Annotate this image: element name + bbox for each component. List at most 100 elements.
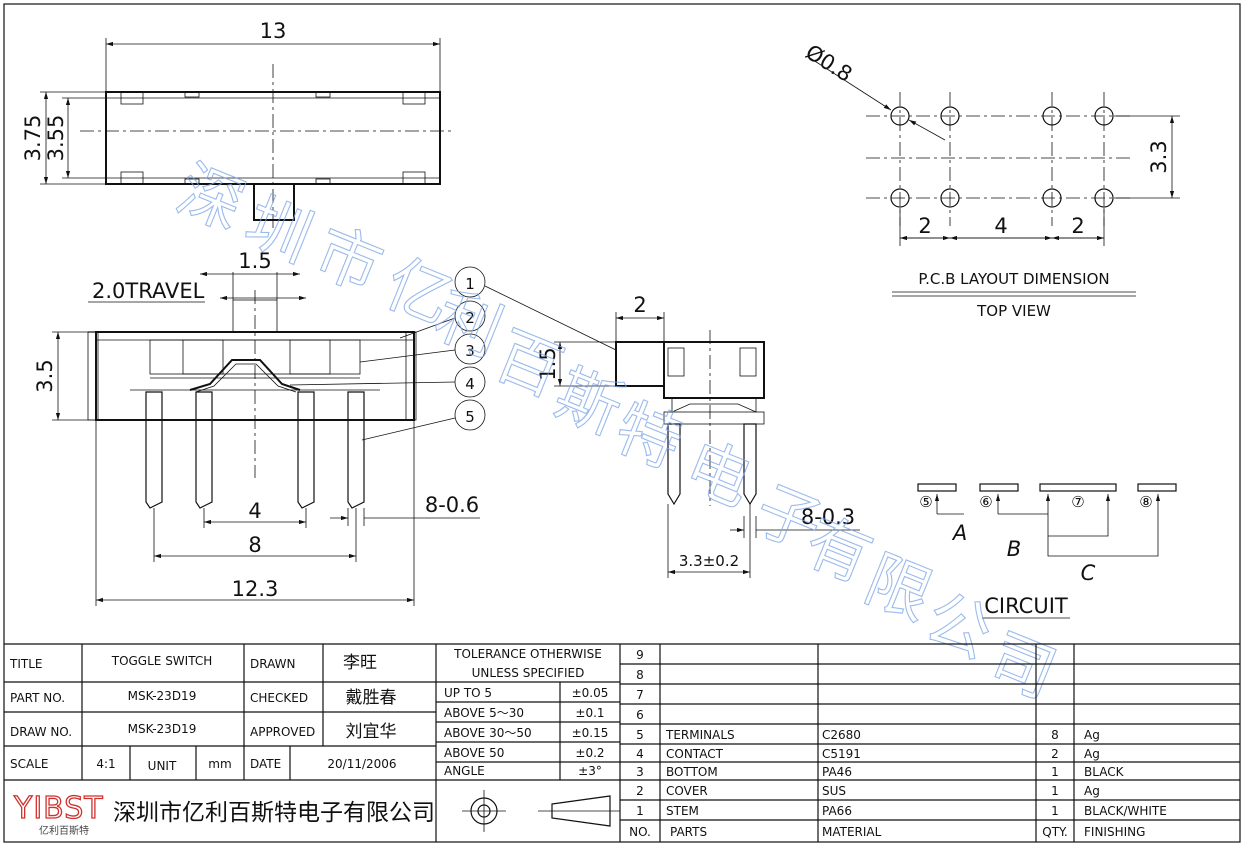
- svg-text:MATERIAL: MATERIAL: [822, 825, 882, 839]
- bom-header: NO. PARTS MATERIAL QTY. FINISHING: [629, 825, 1145, 839]
- svg-text:FINISHING: FINISHING: [1084, 825, 1145, 839]
- side-pin-right: [743, 423, 757, 506]
- draw-no-label: DRAW NO.: [10, 725, 72, 739]
- tolerance-header-1: TOLERANCE OTHERWISE: [453, 647, 602, 661]
- svg-text:Ag: Ag: [1084, 784, 1100, 798]
- dim-side-pin-thickness: 8-0.3: [801, 505, 855, 529]
- title-value: TOGGLE SWITCH: [111, 654, 213, 668]
- svg-text:PA66: PA66: [822, 804, 852, 818]
- circuit-terminal-6: ⑥: [979, 493, 992, 511]
- pcb-hole: [1094, 188, 1114, 208]
- pin-3: [297, 391, 315, 509]
- top-knob: [253, 183, 295, 221]
- title-label: TITLE: [9, 657, 42, 671]
- svg-text:3: 3: [465, 342, 475, 360]
- tolerance-value: ±0.1: [575, 706, 604, 720]
- bom-row: 3 BOTTOM PA46 1 BLACK: [636, 765, 1124, 779]
- bom-row: 5 TERMINALS C2680 8 Ag: [636, 728, 1100, 742]
- callout-2: 2: [399, 300, 486, 339]
- bom-row: 4 CONTACT C5191 2 Ag: [636, 747, 1100, 761]
- dim-total-length: 12.3: [232, 577, 279, 601]
- svg-text:2: 2: [465, 309, 475, 327]
- bom-row: 8: [636, 668, 644, 682]
- svg-text:6: 6: [636, 708, 644, 722]
- pin-1: [145, 391, 163, 509]
- drawing-border: [3, 3, 1241, 843]
- svg-text:2: 2: [1051, 747, 1059, 761]
- svg-text:BLACK/WHITE: BLACK/WHITE: [1084, 804, 1167, 818]
- svg-text:1: 1: [636, 804, 644, 818]
- svg-text:5: 5: [636, 728, 644, 742]
- svg-text:市: 市: [305, 215, 392, 308]
- svg-text:司: 司: [979, 621, 1066, 714]
- checked-value: 戴胜春: [346, 688, 397, 708]
- tolerance-range: ANGLE: [444, 764, 485, 778]
- top-view: 13 3.75 3.55: [21, 19, 455, 230]
- pcb-height: 3.3: [1147, 140, 1171, 173]
- callout-5: 5: [361, 399, 486, 441]
- svg-text:C2680: C2680: [822, 728, 861, 742]
- dim-side-knob-height: 1.5: [536, 347, 560, 380]
- approved-value: 刘宜华: [346, 722, 397, 742]
- svg-text:COVER: COVER: [666, 784, 708, 798]
- tolerance-range: ABOVE 50: [444, 746, 504, 760]
- bom-row: 7: [636, 688, 644, 702]
- part-no-value: MSK-23D19: [128, 689, 197, 703]
- front-view: 2.0TRAVEL 1.5 3.5 4 8 12.3 8-0.6: [33, 249, 617, 606]
- svg-text:7: 7: [636, 688, 644, 702]
- svg-text:1: 1: [465, 275, 475, 293]
- company-name: 深圳市亿利百斯特电子有限公司: [113, 800, 435, 826]
- tolerance-range: ABOVE 5～30: [444, 706, 524, 720]
- pcb-spacing-right: 2: [1071, 214, 1084, 238]
- svg-text:3: 3: [636, 765, 644, 779]
- title-block: TITLE TOGGLE SWITCH PART NO. MSK-23D19 D…: [4, 643, 1240, 842]
- dim-pin-width: 8-0.6: [425, 493, 479, 517]
- pcb-spacing-left: 2: [918, 214, 931, 238]
- pin-4: [347, 391, 365, 509]
- bom-row: 1 STEM PA66 1 BLACK/WHITE: [636, 804, 1167, 818]
- svg-text:8: 8: [1051, 728, 1059, 742]
- circuit-path-b: B: [1007, 537, 1021, 561]
- svg-text:CONTACT: CONTACT: [666, 747, 724, 761]
- svg-text:1: 1: [1051, 765, 1059, 779]
- tolerance-range: UP TO 5: [444, 686, 492, 700]
- svg-text:SUS: SUS: [822, 784, 846, 798]
- svg-text:1: 1: [1051, 784, 1059, 798]
- side-pin-left: [667, 423, 681, 506]
- tolerance-value: ±0.2: [575, 746, 604, 760]
- company-logo-sub: 亿利百斯特: [39, 824, 89, 837]
- pcb-hole: [940, 106, 960, 126]
- circuit-terminal-5: ⑤: [919, 493, 932, 511]
- svg-text:1: 1: [1051, 804, 1059, 818]
- dim-pin-pitch: 4: [248, 499, 261, 523]
- svg-text:电: 电: [675, 429, 762, 522]
- dim-travel: 2.0TRAVEL: [92, 279, 205, 303]
- drawn-value: 李旺: [343, 653, 377, 673]
- projection-symbol: [462, 790, 620, 832]
- svg-text:4: 4: [465, 375, 475, 393]
- svg-text:PA46: PA46: [822, 765, 852, 779]
- company-logo: YIBST: [13, 791, 104, 826]
- side-body: [663, 341, 765, 399]
- svg-text:STEM: STEM: [666, 804, 699, 818]
- dim-pin-span: 8: [248, 533, 261, 557]
- circuit-terminal-7: ⑦: [1071, 493, 1084, 511]
- circuit-title: CIRCUIT: [984, 594, 1068, 618]
- dim-top-length: 13: [260, 19, 287, 43]
- dim-height-inner: 3.55: [44, 115, 68, 162]
- tolerance-value: ±0.15: [572, 726, 609, 740]
- pcb-spacing-middle: 4: [994, 214, 1007, 238]
- scale-value: 4:1: [96, 757, 115, 771]
- svg-text:NO.: NO.: [629, 825, 651, 839]
- tolerance-header-2: UNLESS SPECIFIED: [472, 666, 585, 680]
- dim-knob-width: 1.5: [238, 249, 271, 273]
- svg-text:Ag: Ag: [1084, 747, 1100, 761]
- unit-label: UNIT: [148, 759, 177, 773]
- dim-side-knob-width: 2: [633, 293, 646, 317]
- pcb-layout: Ø0.8 3.3 2 4 2 P.C.B LAYOUT DIMENSION TO…: [801, 40, 1180, 320]
- svg-text:Ag: Ag: [1084, 728, 1100, 742]
- tolerance-value: ±3°: [578, 764, 602, 778]
- date-label: DATE: [250, 757, 281, 771]
- svg-text:TERMINALS: TERMINALS: [665, 728, 735, 742]
